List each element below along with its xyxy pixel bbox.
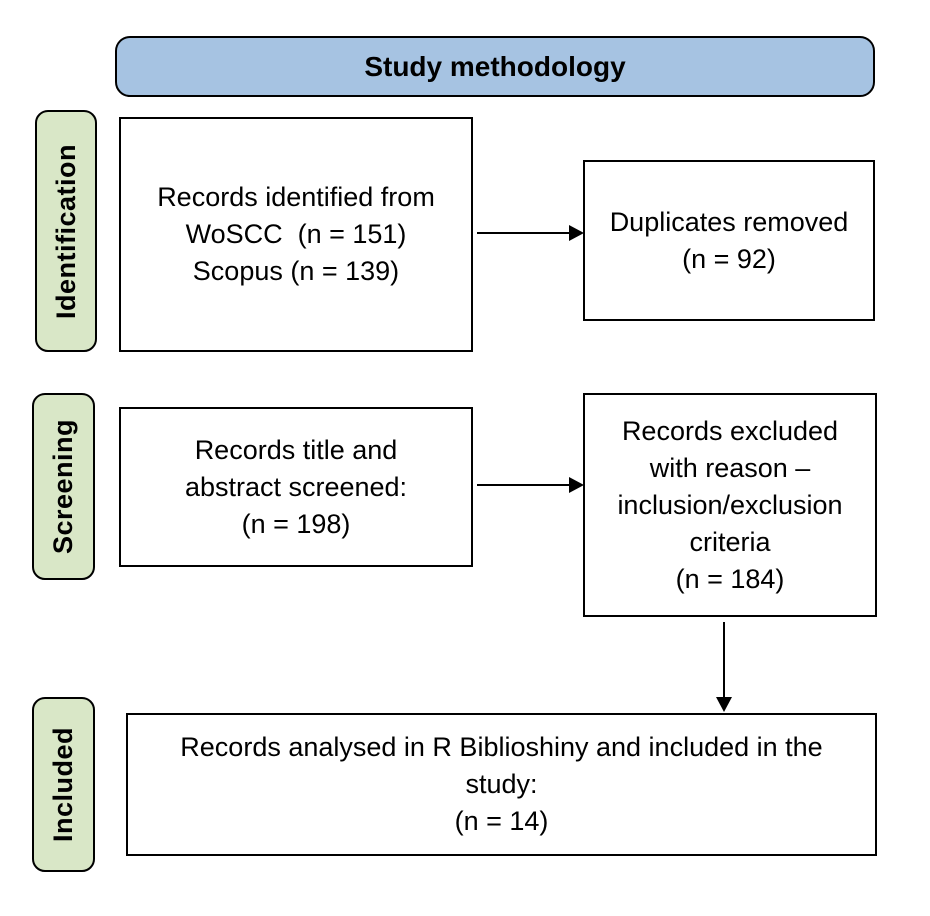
box-records-included-text: Records analysed in R Biblioshiny and in…: [180, 732, 823, 836]
stage-label-screening: Screening: [32, 393, 95, 580]
stage-label-identification: Identification: [35, 110, 97, 352]
box-duplicates-removed-text: Duplicates removed (n = 92): [609, 206, 849, 274]
stage-label-identification-text: Identification: [50, 143, 81, 319]
arrow-line: [477, 232, 569, 234]
page-title: Study methodology: [364, 50, 626, 82]
box-duplicates-removed: Duplicates removed (n = 92): [583, 160, 875, 321]
box-records-screened: Records title and abstract screened: (n …: [119, 407, 473, 567]
stage-label-included: Included: [32, 697, 95, 872]
stage-label-screening-text: Screening: [48, 418, 79, 555]
arrow-line: [477, 484, 569, 486]
arrow-head-right-icon: [569, 477, 584, 493]
box-records-excluded-text: Records excluded with reason – inclusion…: [617, 415, 843, 594]
arrow-head-right-icon: [569, 225, 584, 241]
arrow-head-down-icon: [716, 697, 732, 712]
box-records-screened-text: Records title and abstract screened: (n …: [184, 434, 408, 539]
stage-label-included-text: Included: [48, 726, 79, 843]
box-records-excluded: Records excluded with reason – inclusion…: [583, 393, 877, 617]
box-records-identified-text: Records identified from WoSCC (n = 151) …: [157, 182, 435, 286]
arrow-line: [723, 622, 725, 698]
box-records-included: Records analysed in R Biblioshiny and in…: [126, 713, 877, 856]
box-records-identified: Records identified from WoSCC (n = 151) …: [119, 117, 473, 352]
title-banner: Study methodology: [115, 36, 875, 97]
